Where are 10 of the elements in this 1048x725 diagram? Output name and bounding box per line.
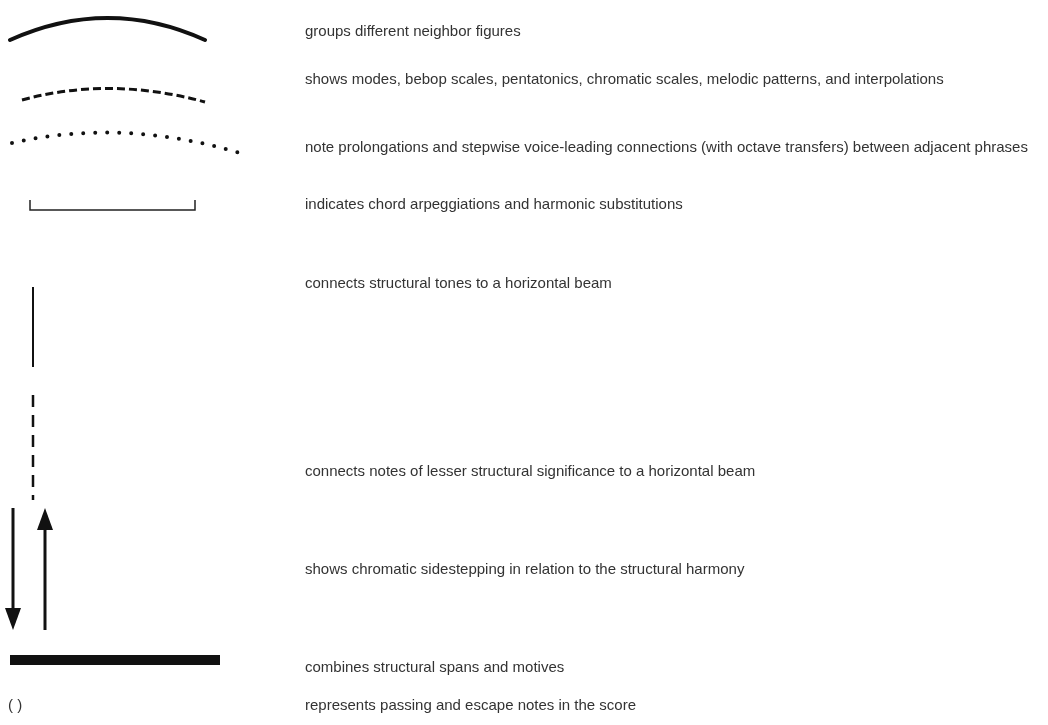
legend-description: represents passing and escape notes in the score	[305, 695, 638, 715]
legend-description: shows chromatic sidestepping in relation to the structural harmony	[305, 559, 746, 579]
legend-description: indicates chord arpeggiations and harmonic substitutions	[305, 194, 684, 214]
parentheses-symbol: ( )	[8, 695, 23, 715]
legend-description: groups different neighbor figures	[305, 21, 522, 41]
legend-description: connects notes of lesser structural significance to a horizontal beam	[305, 461, 757, 481]
legend-description: shows modes, bebop scales, pentatonics, chromatic scales, melodic patterns, and interpolations	[305, 69, 945, 89]
legend-description: connects structural tones to a horizontal beam	[305, 273, 613, 293]
legend-description: combines structural spans and motives	[305, 657, 566, 677]
legend-description: note prolongations and stepwise voice-leading connections (with octave transfers) between adjacent phrases	[305, 137, 1029, 157]
